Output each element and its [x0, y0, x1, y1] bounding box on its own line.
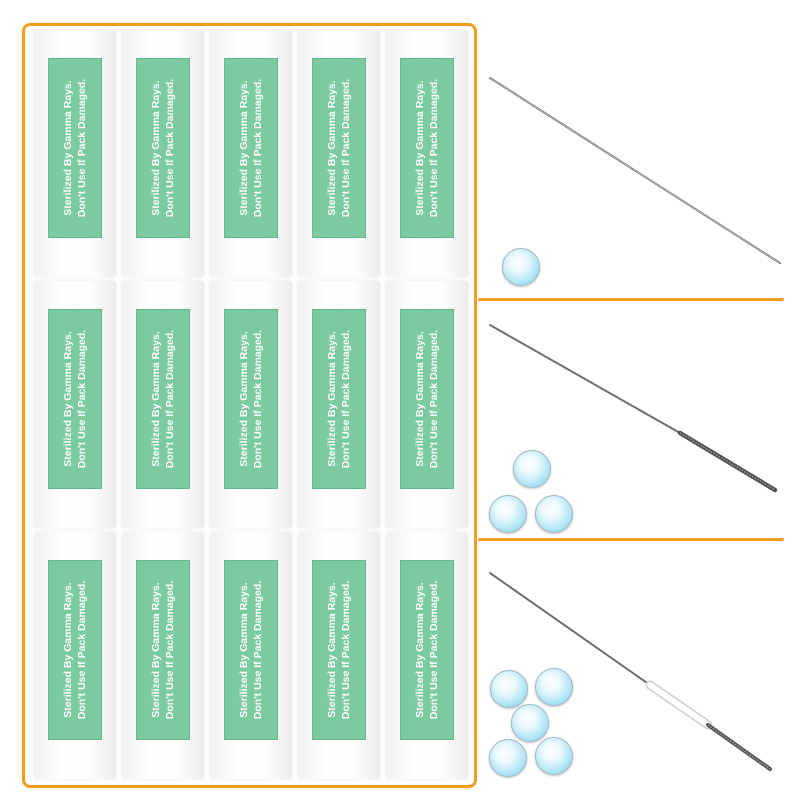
- needle-pack: Sterilized By Gamma Rays.Don't Use If Pa…: [122, 30, 204, 277]
- pack-label-line2: Don't Use If Pack Damaged.: [340, 580, 352, 720]
- needle-3: [489, 572, 772, 771]
- needle-pack: Sterilized By Gamma Rays.Don't Use If Pa…: [210, 532, 292, 779]
- pack-label-line2: Don't Use If Pack Damaged.: [340, 329, 352, 469]
- pack-label-line2: Don't Use If Pack Damaged.: [428, 329, 440, 469]
- pack-label-line2: Don't Use If Pack Damaged.: [164, 580, 176, 720]
- pack-label: Sterilized By Gamma Rays.Don't Use If Pa…: [224, 309, 278, 489]
- pack-label-line1: Sterilized By Gamma Rays.: [326, 582, 338, 718]
- pack-label-line1: Sterilized By Gamma Rays.: [62, 331, 74, 467]
- pack-label-line2: Don't Use If Pack Damaged.: [428, 78, 440, 218]
- pack-label: Sterilized By Gamma Rays.Don't Use If Pa…: [312, 309, 366, 489]
- needle-pack: Sterilized By Gamma Rays.Don't Use If Pa…: [122, 281, 204, 528]
- pack-label-line2: Don't Use If Pack Damaged.: [76, 580, 88, 720]
- pack-label-line2: Don't Use If Pack Damaged.: [164, 329, 176, 469]
- needle-cap: [513, 450, 551, 488]
- pack-label-line2: Don't Use If Pack Damaged.: [252, 580, 264, 720]
- pack-label-line2: Don't Use If Pack Damaged.: [428, 580, 440, 720]
- needle-pack: Sterilized By Gamma Rays.Don't Use If Pa…: [386, 30, 468, 277]
- pack-label-line1: Sterilized By Gamma Rays.: [326, 331, 338, 467]
- pack-label-line1: Sterilized By Gamma Rays.: [238, 331, 250, 467]
- needle-pack: Sterilized By Gamma Rays.Don't Use If Pa…: [298, 30, 380, 277]
- pack-label: Sterilized By Gamma Rays.Don't Use If Pa…: [400, 309, 454, 489]
- pack-label: Sterilized By Gamma Rays.Don't Use If Pa…: [312, 560, 366, 740]
- pack-label-line2: Don't Use If Pack Damaged.: [340, 78, 352, 218]
- needle-cap: [511, 704, 549, 742]
- pack-label-line2: Don't Use If Pack Damaged.: [252, 78, 264, 218]
- pack-label-line1: Sterilized By Gamma Rays.: [62, 582, 74, 718]
- pack-label: Sterilized By Gamma Rays.Don't Use If Pa…: [48, 309, 102, 489]
- pack-label: Sterilized By Gamma Rays.Don't Use If Pa…: [48, 58, 102, 238]
- pack-label: Sterilized By Gamma Rays.Don't Use If Pa…: [312, 58, 366, 238]
- needle-cap: [490, 670, 528, 708]
- needle-pack: Sterilized By Gamma Rays.Don't Use If Pa…: [34, 30, 116, 277]
- needle-cap: [535, 495, 573, 533]
- pack-label: Sterilized By Gamma Rays.Don't Use If Pa…: [224, 560, 278, 740]
- needle-pack-grid: Sterilized By Gamma Rays.Don't Use If Pa…: [26, 26, 472, 783]
- needle-cap: [535, 737, 573, 775]
- needle-pack: Sterilized By Gamma Rays.Don't Use If Pa…: [210, 30, 292, 277]
- needle-pack: Sterilized By Gamma Rays.Don't Use If Pa…: [122, 532, 204, 779]
- pack-label-line1: Sterilized By Gamma Rays.: [414, 582, 426, 718]
- pack-label: Sterilized By Gamma Rays.Don't Use If Pa…: [224, 58, 278, 238]
- pack-label-line2: Don't Use If Pack Damaged.: [76, 78, 88, 218]
- pack-label-line1: Sterilized By Gamma Rays.: [62, 80, 74, 216]
- needle-2: [489, 324, 778, 493]
- pack-label: Sterilized By Gamma Rays.Don't Use If Pa…: [136, 58, 190, 238]
- pack-label-line1: Sterilized By Gamma Rays.: [414, 331, 426, 467]
- pack-label: Sterilized By Gamma Rays.Don't Use If Pa…: [136, 560, 190, 740]
- pack-label-line2: Don't Use If Pack Damaged.: [76, 329, 88, 469]
- needle-cap: [489, 739, 527, 777]
- panel-divider-2: [478, 538, 784, 541]
- pack-label-line1: Sterilized By Gamma Rays.: [150, 331, 162, 467]
- needle-pack: Sterilized By Gamma Rays.Don't Use If Pa…: [386, 532, 468, 779]
- pack-label-line1: Sterilized By Gamma Rays.: [150, 582, 162, 718]
- needle-cap: [535, 668, 573, 706]
- needle-1: [489, 77, 781, 264]
- needle-cap: [502, 248, 540, 286]
- needle-pack: Sterilized By Gamma Rays.Don't Use If Pa…: [210, 281, 292, 528]
- pack-label-line2: Don't Use If Pack Damaged.: [252, 329, 264, 469]
- pack-label-line1: Sterilized By Gamma Rays.: [238, 80, 250, 216]
- pack-label: Sterilized By Gamma Rays.Don't Use If Pa…: [400, 560, 454, 740]
- needle-pack: Sterilized By Gamma Rays.Don't Use If Pa…: [386, 281, 468, 528]
- needle-cap: [489, 495, 527, 533]
- pack-label-line1: Sterilized By Gamma Rays.: [414, 80, 426, 216]
- panel-divider-1: [478, 298, 784, 301]
- pack-label: Sterilized By Gamma Rays.Don't Use If Pa…: [400, 58, 454, 238]
- pack-label-line2: Don't Use If Pack Damaged.: [164, 78, 176, 218]
- needle-pack: Sterilized By Gamma Rays.Don't Use If Pa…: [298, 281, 380, 528]
- pack-label-line1: Sterilized By Gamma Rays.: [326, 80, 338, 216]
- pack-label: Sterilized By Gamma Rays.Don't Use If Pa…: [136, 309, 190, 489]
- needle-pack: Sterilized By Gamma Rays.Don't Use If Pa…: [34, 532, 116, 779]
- pack-label-line1: Sterilized By Gamma Rays.: [238, 582, 250, 718]
- needle-pack: Sterilized By Gamma Rays.Don't Use If Pa…: [34, 281, 116, 528]
- pack-label-line1: Sterilized By Gamma Rays.: [150, 80, 162, 216]
- needle-pack: Sterilized By Gamma Rays.Don't Use If Pa…: [298, 532, 380, 779]
- pack-label: Sterilized By Gamma Rays.Don't Use If Pa…: [48, 560, 102, 740]
